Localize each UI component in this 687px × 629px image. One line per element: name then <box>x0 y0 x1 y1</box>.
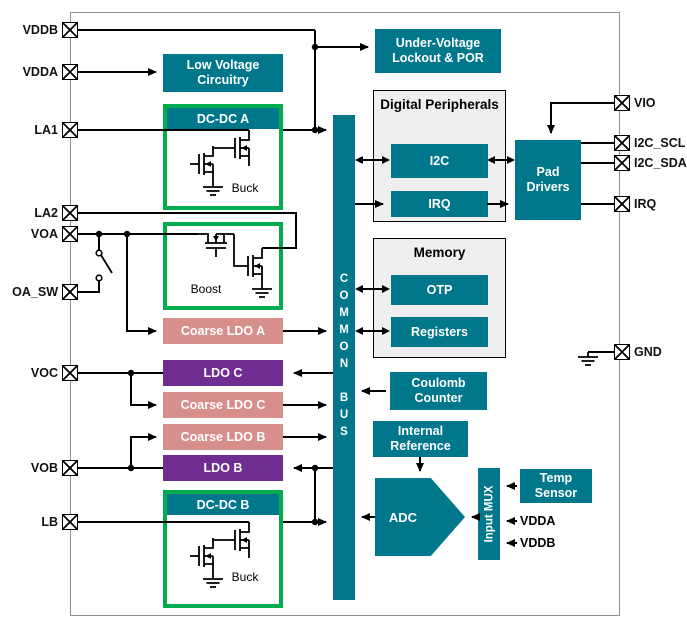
common-bus-label: COMMON BUS <box>338 272 350 443</box>
block-irq: IRQ <box>391 191 488 217</box>
input-mux-label: Input MUX <box>483 485 496 543</box>
block-pad-drivers: Pad Drivers <box>515 140 581 220</box>
pin-gnd <box>614 344 630 360</box>
pin-la2 <box>62 205 78 221</box>
block-uvlo-por: Under-Voltage Lockout & POR <box>375 29 501 73</box>
memory-title: Memory <box>413 245 466 260</box>
common-bus-bar: COMMON BUS <box>333 115 355 600</box>
dcdc-b-mode-label: Buck <box>231 570 259 584</box>
pin-irq <box>614 196 630 212</box>
pin-voc <box>62 365 78 381</box>
pin-label-vio: VIO <box>634 96 656 110</box>
pin-label-oa-sw: OA_SW <box>12 285 58 299</box>
mux-input-vddb-label: VDDB <box>520 536 556 550</box>
block-coarse-ldo-a: Coarse LDO A <box>163 318 283 344</box>
pin-voa <box>62 226 78 242</box>
block-ldo-b: LDO B <box>163 455 283 481</box>
pin-label-la1: LA1 <box>34 123 58 137</box>
block-i2c: I2C <box>391 144 488 178</box>
pin-la1 <box>62 122 78 138</box>
pin-label-i2c-scl: I2C_SCL <box>634 136 686 150</box>
dcdc-a-header: DC-DC A <box>167 108 279 129</box>
panel-digital-peripherals: Digital Peripherals I2C IRQ <box>373 90 506 222</box>
block-coarse-ldo-b: Coarse LDO B <box>163 424 283 450</box>
block-coarse-ldo-c: Coarse LDO C <box>163 392 283 418</box>
pin-vio <box>614 95 630 111</box>
block-dcdc-b: DC-DC B <box>163 490 283 608</box>
block-input-mux: Input MUX <box>478 468 500 560</box>
pin-label-vddb: VDDB <box>22 23 58 37</box>
pin-label-irq: IRQ <box>634 197 657 211</box>
pin-label-vdda: VDDA <box>22 65 58 79</box>
block-internal-reference: Internal Reference <box>373 421 468 457</box>
mux-input-vdda-label: VDDA <box>520 514 556 528</box>
pin-lb <box>62 514 78 530</box>
chip-outline <box>70 12 620 616</box>
block-coulomb-counter: Coulomb Counter <box>390 372 487 410</box>
pin-vob <box>62 460 78 476</box>
dcdc-a-mode-label: Buck <box>231 181 259 195</box>
block-low-voltage-circuitry: Low Voltage Circuitry <box>163 54 283 92</box>
block-otp: OTP <box>391 275 488 305</box>
pin-oa-sw <box>62 284 78 300</box>
pin-i2c-scl <box>614 135 630 151</box>
pin-label-lb: LB <box>41 515 58 529</box>
pin-label-i2c-sda: I2C_SDA <box>634 156 687 170</box>
pin-vddb <box>62 22 78 38</box>
pin-label-la2: LA2 <box>34 206 58 220</box>
pin-vdda <box>62 64 78 80</box>
pin-label-voa: VOA <box>30 227 58 241</box>
dcdc-b-header: DC-DC B <box>167 494 279 515</box>
panel-memory: Memory OTP Registers <box>373 238 506 358</box>
boost-mode-label: Boost <box>190 282 222 296</box>
adc-label: ADC <box>388 509 417 525</box>
block-temp-sensor: Temp Sensor <box>520 469 592 503</box>
digital-peripherals-title: Digital Peripherals <box>380 97 499 112</box>
block-registers: Registers <box>391 317 488 347</box>
pin-label-vob: VOB <box>30 461 58 475</box>
pin-i2c-sda <box>614 155 630 171</box>
pin-label-gnd: GND <box>634 345 662 359</box>
pin-label-voc: VOC <box>30 366 58 380</box>
block-ldo-c: LDO C <box>163 360 283 386</box>
